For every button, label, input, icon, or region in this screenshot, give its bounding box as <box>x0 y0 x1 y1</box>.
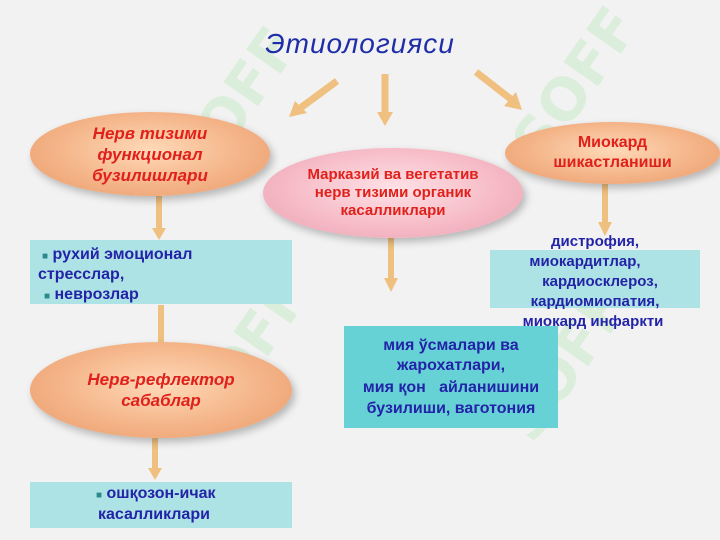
arrow-title-right <box>473 69 522 110</box>
node-myocardium: Миокард шикастланиши <box>505 122 720 184</box>
box-myocard-list <box>490 250 700 308</box>
arrow-stress-to-reflector <box>158 305 164 343</box>
node-central-vegetative: Марказий ва вегетатив нерв тизими органи… <box>263 148 523 238</box>
node-nerve-functional: Нерв тизими функционал бузилишлари <box>30 112 270 196</box>
bullet-icon: ■ <box>96 490 103 501</box>
arrow-reflector-to-gastro <box>148 438 162 480</box>
node-nerve-functional-label: Нерв тизими функционал бузилишлари <box>92 123 208 185</box>
box-brain: мия ўсмалари ва жарохатлари, мия қон айл… <box>344 326 558 428</box>
arrow-nerve-to-stress <box>152 196 166 240</box>
arrow-title-center <box>377 74 393 126</box>
bullet-icon: ■ <box>44 291 51 302</box>
arrow-title-left <box>289 78 340 117</box>
bullet-icon: ■ <box>42 251 49 262</box>
brain-line-4: бузилиши, ваготония <box>366 400 536 417</box>
arrow-myocard-to-list <box>598 184 612 236</box>
myocard-line-2: миокардитлар, <box>529 253 641 270</box>
box-stress: ■ рухий эмоционал стресслар, ■ неврозлар <box>30 240 292 304</box>
brain-line-2: жарохатлари, <box>396 357 506 374</box>
node-myocardium-label: Миокард шикастланиши <box>553 134 672 171</box>
diagram-title: Этиологияси <box>265 28 455 59</box>
box-gastro: ■ ошқозон-ичак касалликлари <box>30 482 292 528</box>
brain-line-1: мия ўсмалари ва <box>383 337 519 354</box>
stress-line-1: рухий эмоционал <box>52 246 193 263</box>
node-nerve-reflector-label: Нерв-рефлектор сабаблар <box>87 370 235 410</box>
stress-line-3: неврозлар <box>54 286 139 303</box>
gastro-line-2: касалликлари <box>98 506 210 523</box>
brain-line-3: мия қон айланишини <box>362 379 540 396</box>
node-central-vegetative-label: Марказий ва вегетатив нерв тизими органи… <box>307 166 479 219</box>
myocard-line-5: миокард инфаркти <box>522 313 664 330</box>
myocard-line-3: кардиосклероз, <box>542 273 658 290</box>
myocard-line-1: дистрофия, <box>550 233 640 250</box>
arrow-central-to-brain <box>384 234 398 292</box>
node-nerve-reflector: Нерв-рефлектор сабаблар <box>30 342 292 438</box>
myocard-line-4: кардиомиопатия, <box>530 293 660 310</box>
stress-line-2: стресслар, <box>38 266 125 283</box>
gastro-line-1: ошқозон-ичак <box>106 485 216 502</box>
